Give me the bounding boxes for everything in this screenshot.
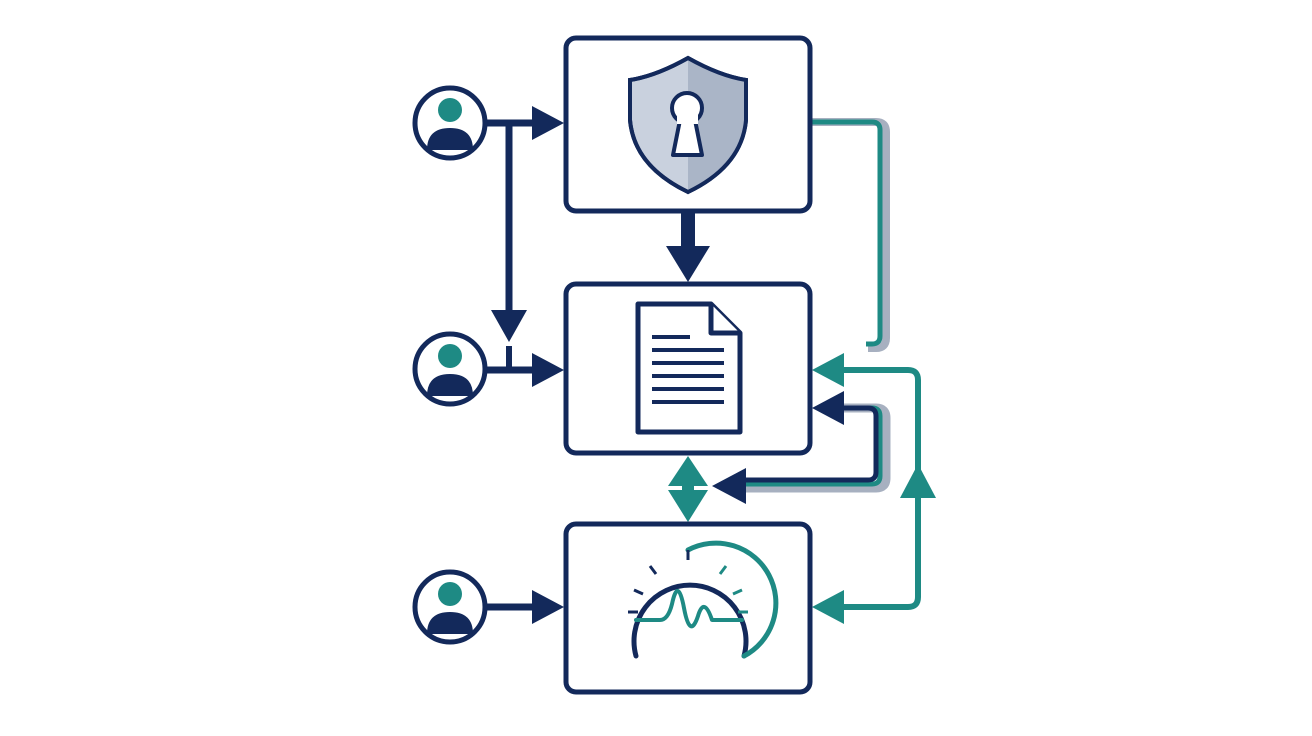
user-avatar-icon — [412, 85, 488, 161]
node-monitor[interactable] — [563, 521, 813, 695]
connector-user2-to-document — [484, 353, 564, 387]
connector-security-outer-teal — [812, 118, 890, 352]
connector-document-inner-navy-loop — [712, 391, 891, 504]
connector-document-monitor-bidirectional — [668, 456, 708, 522]
node-security[interactable] — [563, 35, 813, 214]
connector-user1-to-document — [491, 123, 527, 370]
node-document[interactable] — [563, 281, 813, 456]
actor-user-1[interactable] — [412, 85, 488, 161]
document-icon — [635, 301, 743, 435]
connector-user3-to-monitor — [484, 590, 564, 624]
shield-keyhole-icon — [628, 55, 748, 195]
actor-user-2[interactable] — [412, 331, 488, 407]
user-avatar-icon — [412, 331, 488, 407]
connector-security-to-document — [666, 213, 710, 282]
user-avatar-icon — [412, 569, 488, 645]
actor-user-3[interactable] — [412, 569, 488, 645]
gauge-waveform-icon — [628, 540, 779, 659]
connector-monitor-to-document-teal-loop — [812, 353, 936, 624]
connector-user1-to-security — [486, 106, 564, 140]
